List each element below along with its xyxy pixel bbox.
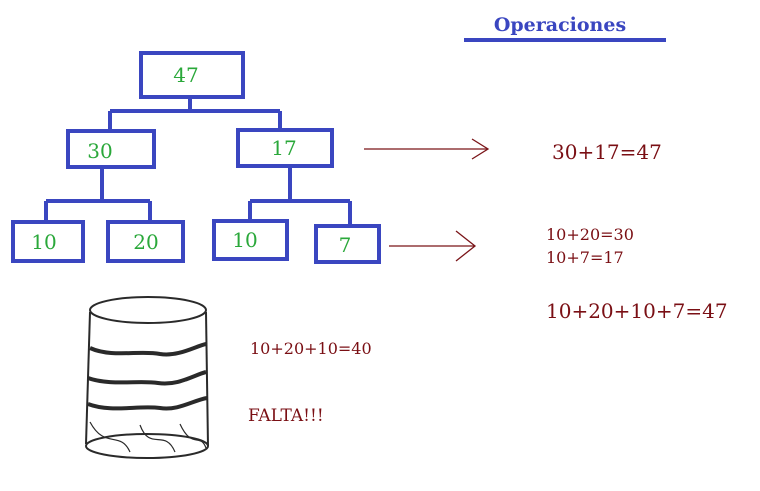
node-label: 10: [31, 230, 56, 254]
connector-right: [248, 166, 352, 226]
tree-node-left-right: 20: [106, 220, 185, 263]
tree-node-root: 47: [139, 51, 245, 99]
node-label: 20: [133, 230, 158, 254]
arrow-level1: [364, 138, 490, 160]
tree-connectors: [44, 97, 352, 226]
node-label: 30: [87, 139, 112, 163]
tree-node-left-left: 10: [11, 220, 85, 263]
connector-root: [108, 97, 282, 131]
storage-sum: 10+20+10=40: [250, 339, 372, 358]
node-label: 47: [173, 63, 198, 87]
title: Operaciones: [494, 14, 626, 36]
operation-level1: 30+17=47: [552, 140, 662, 164]
arrow-level2: [389, 230, 477, 262]
tree-node-right: 17: [236, 128, 334, 168]
node-label: 7: [339, 233, 352, 257]
operation-level2-b: 10+7=17: [546, 248, 624, 267]
node-label: 17: [271, 136, 296, 160]
tree-node-right-left: 10: [212, 219, 289, 261]
tree-node-left: 30: [66, 129, 156, 169]
storage-missing: FALTA!!!: [248, 406, 324, 426]
tree-node-right-right: 7: [314, 224, 381, 264]
database-cylinder-icon: [85, 296, 209, 459]
operation-total: 10+20+10+7=47: [546, 299, 728, 323]
operation-level2-a: 10+20=30: [546, 225, 634, 244]
connector-left: [44, 167, 152, 222]
node-label: 10: [232, 228, 257, 252]
